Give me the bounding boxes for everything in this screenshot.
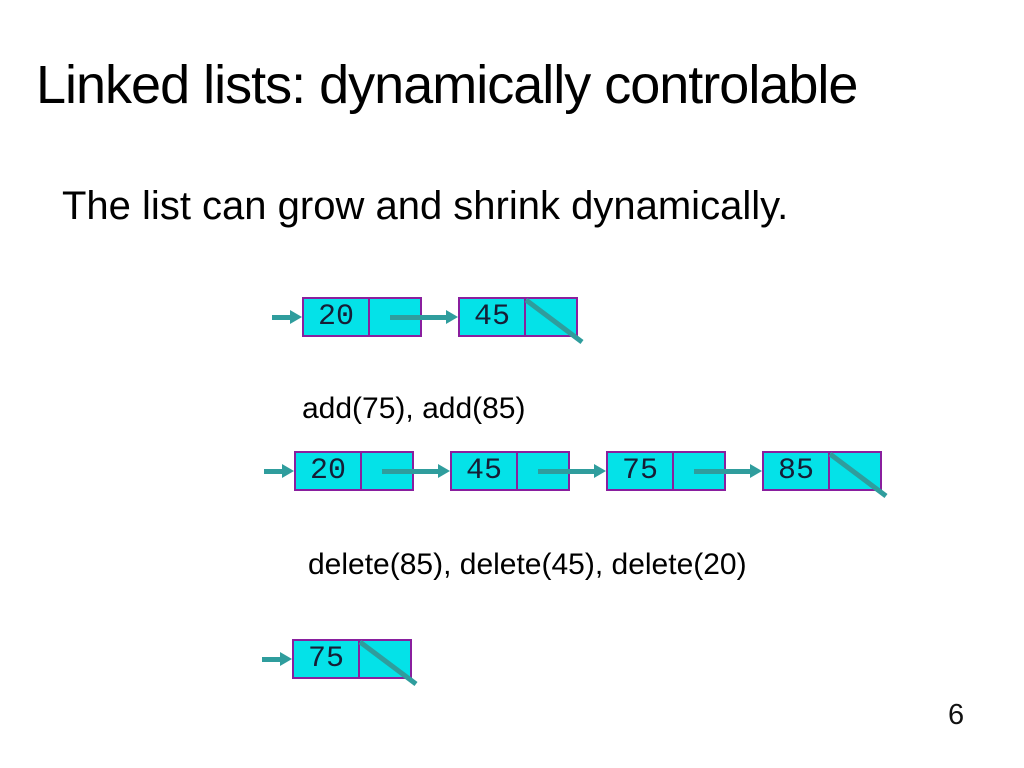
node-pointer-cell <box>524 298 584 344</box>
next-pointer-arrow-icon <box>382 464 450 478</box>
arrow-shaft <box>272 314 290 320</box>
next-pointer-arrow-icon <box>538 464 606 478</box>
list-node: 85 <box>762 451 888 498</box>
head-pointer-arrow-icon <box>272 310 302 324</box>
arrow-shaft <box>382 468 438 474</box>
list-node: 45 <box>458 297 584 344</box>
node-value-cell: 45 <box>452 453 518 489</box>
page-number: 6 <box>948 699 965 731</box>
arrow-head <box>282 464 294 478</box>
node-value-cell: 75 <box>608 453 674 489</box>
null-pointer-slash-icon <box>358 640 418 686</box>
arrow-shaft <box>262 656 280 662</box>
list-node: 75 <box>292 639 418 686</box>
node-value-cell: 85 <box>764 453 830 489</box>
null-pointer-slash-icon <box>524 298 584 344</box>
arrow-head <box>438 464 450 478</box>
node-pointer-cell <box>358 640 418 686</box>
node-value-cell: 20 <box>304 299 370 335</box>
node-value-cell: 20 <box>296 453 362 489</box>
slide-subtitle: The list can grow and shrink dynamically… <box>62 184 789 228</box>
arrow-shaft <box>694 468 750 474</box>
arrow-shaft <box>264 468 282 474</box>
next-pointer-arrow-icon <box>694 464 762 478</box>
slide-title: Linked lists: dynamically controlable <box>36 55 858 115</box>
head-pointer-arrow-icon <box>262 652 292 666</box>
node-value-cell: 75 <box>294 641 360 677</box>
arrow-shaft <box>538 468 594 474</box>
list-node: 75 <box>606 451 726 491</box>
arrow-head <box>446 310 458 324</box>
null-pointer-slash-icon <box>828 452 888 498</box>
node-value-cell: 45 <box>460 299 526 335</box>
arrow-head <box>280 652 292 666</box>
arrow-head <box>594 464 606 478</box>
operation-label-add: add(75), add(85) <box>302 392 526 425</box>
node-pointer-cell <box>828 452 888 498</box>
arrow-head <box>750 464 762 478</box>
arrow-shaft <box>390 314 446 320</box>
arrow-head <box>290 310 302 324</box>
operation-label-delete: delete(85), delete(45), delete(20) <box>308 548 747 581</box>
next-pointer-arrow-icon <box>390 310 458 324</box>
head-pointer-arrow-icon <box>264 464 294 478</box>
